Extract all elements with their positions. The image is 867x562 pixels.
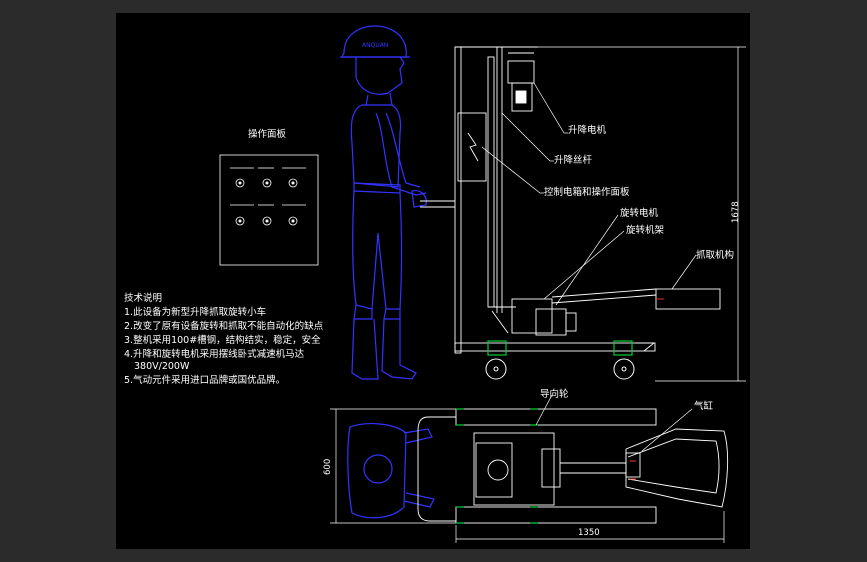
- machine-side-view: [420, 46, 721, 354]
- dim-length: 1350: [578, 528, 600, 538]
- note-line-3: 3.整机采用100#槽钢，结构结实，稳定，安全: [124, 334, 321, 346]
- panel-buttons: [235, 178, 298, 226]
- callout-control-box: 控制电箱和操作面板: [544, 186, 630, 198]
- length-dimension: [455, 511, 725, 543]
- panel-title: 操作面板: [248, 128, 287, 140]
- operator-figure-side: [340, 25, 427, 380]
- cylinder-marks: [630, 460, 636, 480]
- tech-notes: 技术说明 1.此设备为新型升降抓取旋转小车 2.改变了原有设备旋转和抓取不能自动…: [124, 292, 324, 386]
- helmet-label: ANQUAN: [362, 42, 388, 49]
- leader-lines: [481, 82, 697, 306]
- callout-guide-wheel: 导向轮: [540, 388, 569, 400]
- height-dimension: [538, 46, 746, 382]
- casters-side: [487, 340, 633, 356]
- notes-heading: 技术说明: [124, 292, 162, 304]
- note-line-1: 1.此设备为新型升降抓取旋转小车: [124, 306, 266, 318]
- note-line-5: 5.气动元件采用进口品牌或国优品牌。: [124, 374, 285, 386]
- cad-drawing: ANQUAN 操作面板: [124, 25, 746, 543]
- callout-lift-screw: 升降丝杆: [554, 154, 593, 166]
- note-line-2: 2.改变了原有设备旋转和抓取不能自动化的缺点: [124, 320, 324, 332]
- operator-figure-top: [347, 423, 435, 519]
- callout-lift-motor: 升降电机: [568, 124, 607, 136]
- dim-height: 1678: [731, 201, 741, 223]
- width-dimension: [330, 408, 456, 524]
- note-line-4: 4.升降和旋转电机采用摆线卧式减速机马达: [124, 348, 305, 360]
- callout-cylinder: 气缸: [694, 400, 714, 412]
- dim-width: 600: [323, 459, 333, 475]
- top-leader-lines: [535, 394, 693, 452]
- note-line-4b: 380V/200W: [134, 361, 190, 372]
- cad-viewport[interactable]: ANQUAN 操作面板: [116, 13, 750, 549]
- operation-panel: [219, 154, 319, 266]
- callout-gripper: 抓取机构: [696, 249, 734, 261]
- callout-rotate-motor: 旋转电机: [620, 207, 659, 219]
- wheels-side: [485, 358, 635, 380]
- machine-top-view: [417, 408, 729, 524]
- top-view-accents: [456, 408, 538, 524]
- callout-rotate-frame: 旋转机架: [626, 224, 665, 236]
